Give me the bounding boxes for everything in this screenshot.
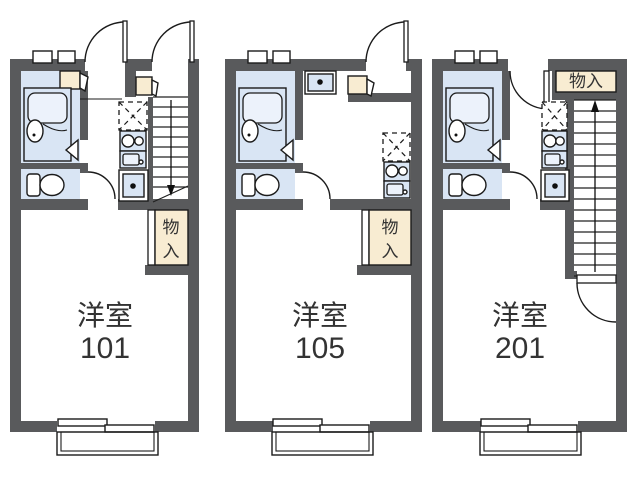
bath-door-marker — [64, 138, 79, 162]
kitchen-sink — [119, 150, 147, 169]
stove — [119, 130, 147, 152]
toilet-door-arc — [302, 171, 331, 200]
room-number-label: 105 — [295, 332, 345, 365]
room-number-label: 201 — [495, 332, 545, 365]
vent-window — [247, 50, 268, 64]
room-type-label: 洋室 — [292, 300, 348, 331]
room-type-label: 洋室 — [77, 300, 133, 331]
closet-label: 物入 — [569, 72, 603, 91]
toilet-door-arc — [509, 171, 538, 200]
closet-label-char1: 物 — [382, 218, 399, 237]
stove — [541, 130, 568, 152]
vent-window — [57, 50, 76, 64]
kitchen-sink — [541, 150, 568, 169]
staircase-down — [152, 96, 189, 203]
stairwell-entrance-door — [151, 20, 195, 63]
toilet-door-arc — [87, 171, 116, 200]
storage-closet: 物 入 — [147, 209, 189, 266]
vent-window — [272, 50, 291, 64]
balcony — [56, 431, 159, 456]
refrigerator-space — [118, 101, 148, 131]
refrigerator-space — [382, 132, 411, 162]
unit-201-plan: 物入 — [432, 50, 627, 456]
bathtub — [23, 87, 72, 162]
stair-landing-door — [576, 274, 617, 323]
refrigerator-space — [541, 101, 568, 131]
walls — [225, 59, 422, 432]
window — [480, 418, 578, 433]
walls — [10, 59, 199, 432]
vent-window — [454, 50, 475, 64]
vent-window — [32, 50, 53, 64]
closet-label-char2: 入 — [382, 242, 399, 261]
closet-label-char1: 物 — [163, 218, 180, 237]
room-type-label: 洋室 — [492, 300, 548, 331]
washing-machine — [540, 169, 570, 202]
staircase-up — [574, 99, 616, 277]
bathtub — [445, 87, 494, 162]
bathtub — [238, 87, 287, 162]
storage-closet: 物入 — [555, 70, 617, 93]
toilet — [448, 173, 487, 197]
storage-closet: 物 入 — [361, 209, 412, 266]
stove — [383, 161, 411, 182]
toilet — [26, 173, 65, 197]
entrance-door-105 — [365, 20, 409, 63]
washing-machine — [118, 169, 149, 202]
washing-machine — [304, 70, 337, 95]
vent-window — [479, 50, 498, 64]
shoe-cabinet — [347, 75, 375, 98]
shoe-cabinet-stairwell — [135, 76, 159, 98]
balcony — [271, 431, 374, 456]
window — [57, 418, 155, 433]
room-number-label: 101 — [80, 332, 130, 365]
bath-door-marker — [486, 138, 501, 162]
entrance-door-101 — [84, 20, 128, 63]
unit-101-plan: 物 入 洋室 101 — [10, 20, 199, 456]
kitchen-sink — [383, 180, 411, 199]
closet-label-char2: 入 — [163, 242, 180, 261]
bath-door-marker — [279, 138, 294, 162]
toilet — [241, 173, 280, 197]
balcony — [479, 431, 582, 456]
window — [272, 418, 370, 433]
unit-105-plan: 物 入 洋室 105 — [225, 20, 422, 456]
